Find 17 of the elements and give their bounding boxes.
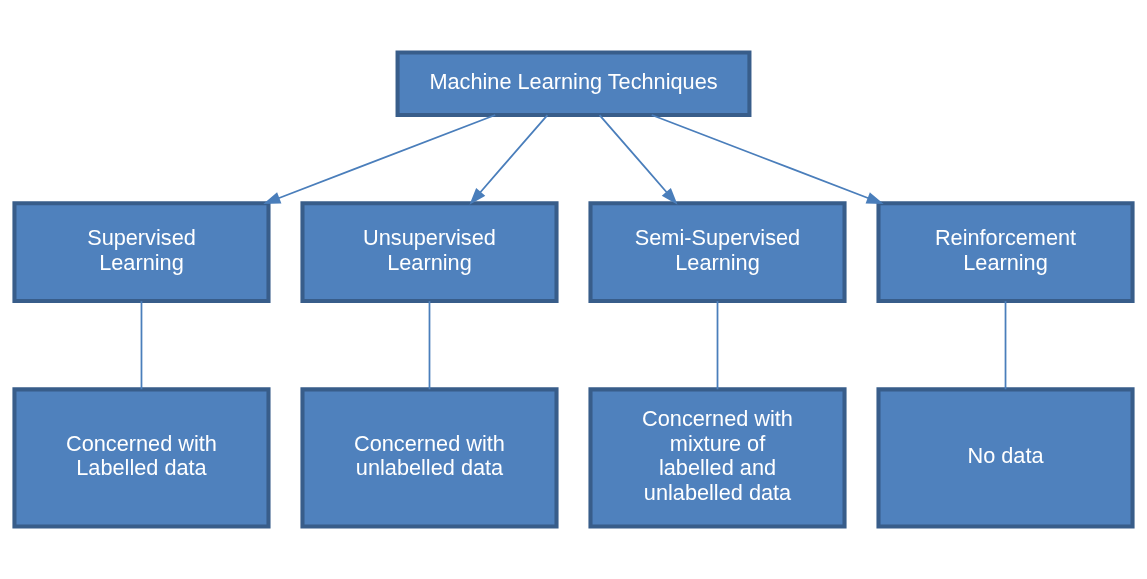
arrow bbox=[263, 114, 497, 205]
node-box: Unsupervised Learning bbox=[300, 201, 559, 304]
connector bbox=[140, 300, 143, 391]
node-box: Concerned with Labelled data bbox=[12, 387, 271, 529]
arrow bbox=[650, 114, 884, 205]
node-box: Concerned with unlabelled data bbox=[300, 387, 559, 529]
node-box: No data bbox=[876, 387, 1135, 529]
node-box: Concerned with mixture of labelled and unlabelled data bbox=[588, 387, 847, 529]
connector bbox=[1004, 300, 1007, 391]
connector bbox=[716, 300, 719, 391]
node-box: Semi-Supervised Learning bbox=[588, 201, 847, 304]
node-box: Supervised Learning bbox=[12, 201, 271, 304]
arrow bbox=[469, 114, 549, 205]
connector bbox=[428, 300, 431, 391]
node-box: Machine Learning Techniques bbox=[395, 50, 752, 117]
node-box: Reinforcement Learning bbox=[876, 201, 1135, 304]
arrow bbox=[598, 114, 678, 205]
